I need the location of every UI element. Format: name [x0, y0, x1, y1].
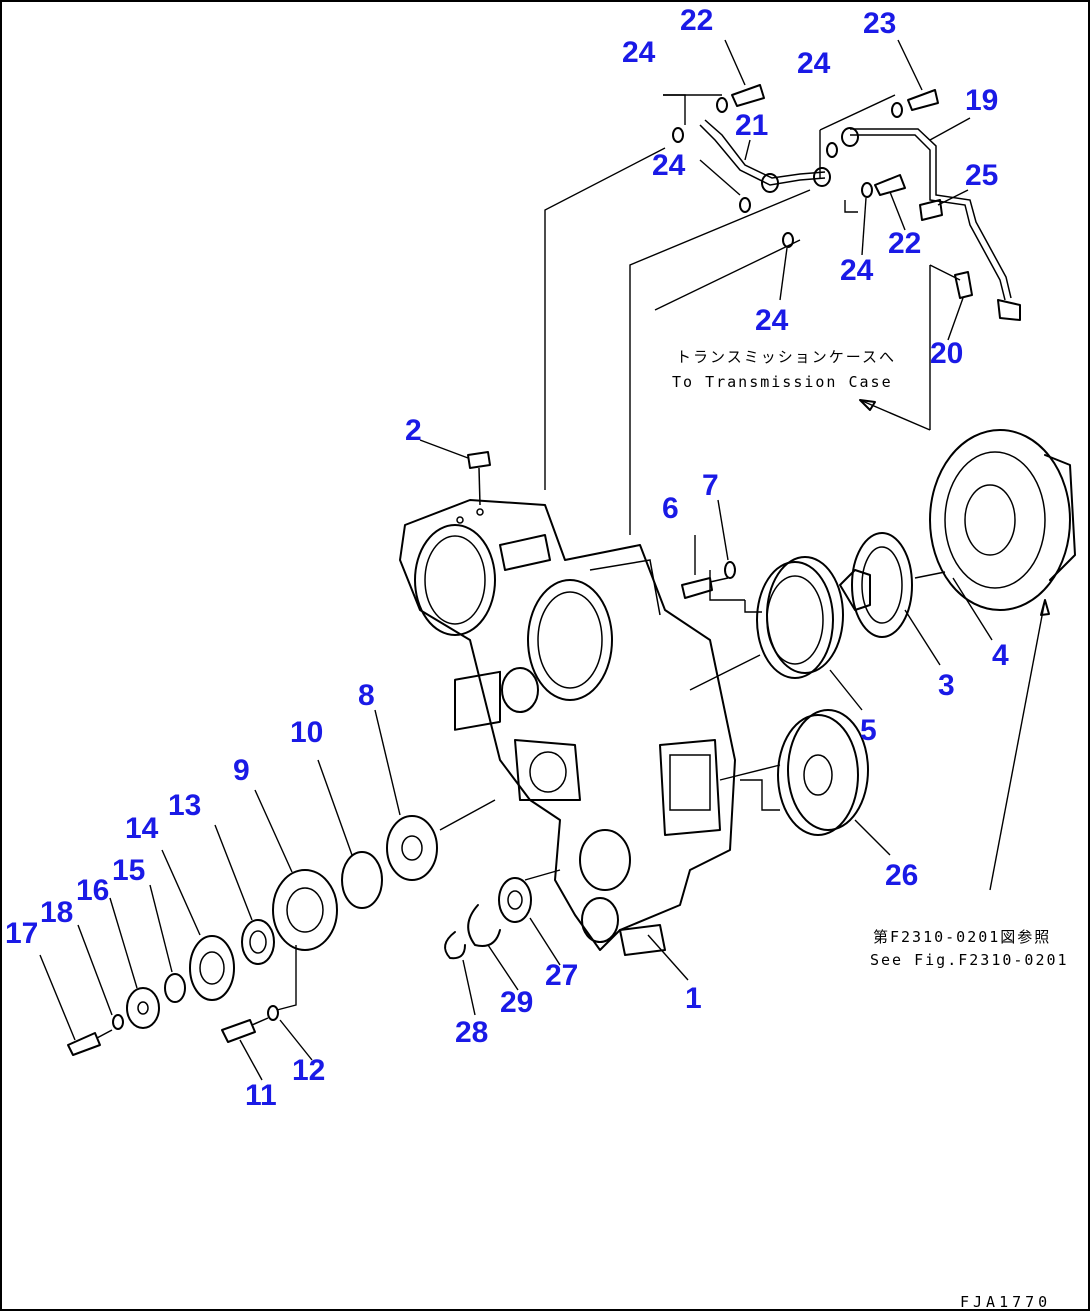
callout-24c: 24 — [652, 149, 686, 182]
callout-11: 11 — [245, 1079, 277, 1112]
note-transmission-jp: トランスミッションケースへ — [676, 348, 896, 366]
bolt-22b — [874, 174, 906, 196]
leader-lines — [39, 39, 1050, 1081]
cover-9 — [272, 869, 338, 951]
callout-25: 25 — [965, 159, 998, 192]
callout-3: 3 — [938, 669, 955, 702]
lubrication-pipe-19 — [841, 127, 1021, 321]
bolt-22a — [731, 84, 765, 107]
callout-5: 5 — [860, 714, 877, 747]
connector-20 — [954, 271, 973, 299]
lubrication-pipe-21 — [699, 119, 831, 193]
callout-27: 27 — [545, 959, 578, 992]
bolt-23 — [907, 89, 939, 111]
note-transmission-en: To Transmission Case — [672, 373, 893, 391]
output-flange — [839, 532, 946, 638]
transfer-case-housing — [399, 499, 736, 956]
breather-plug — [467, 451, 491, 506]
callout-12: 12 — [292, 1054, 325, 1087]
callout-28: 28 — [455, 1016, 488, 1049]
callout-23: 23 — [863, 7, 896, 40]
drawing-code: FJA1770 — [960, 1293, 1051, 1311]
callout-26: 26 — [885, 859, 918, 892]
callout-7: 7 — [702, 469, 719, 502]
callout-4: 4 — [992, 639, 1009, 672]
flange-14 — [189, 935, 235, 1001]
bolt-11 — [221, 1017, 269, 1043]
callout-8: 8 — [358, 679, 375, 712]
coupling-8 — [386, 815, 438, 881]
callout-19: 19 — [965, 84, 998, 117]
callout-21: 21 — [735, 109, 768, 142]
washers-24 — [672, 97, 903, 248]
bolt-6 — [681, 577, 729, 599]
o-ring-15 — [164, 973, 186, 1003]
callout-9: 9 — [233, 754, 250, 787]
callout-10: 10 — [290, 716, 323, 749]
rear-cover — [929, 429, 1076, 611]
gear-bearing — [756, 556, 844, 679]
callout-24b: 24 — [797, 47, 831, 80]
washer-18 — [112, 1014, 124, 1030]
notes: トランスミッションケースへ To Transmission Case 第F231… — [672, 348, 1069, 1311]
callout-29: 29 — [500, 986, 533, 1019]
callout-17: 17 — [5, 917, 38, 950]
bolt-17 — [67, 1029, 113, 1056]
o-ring-10 — [341, 851, 383, 909]
washer-16 — [126, 987, 160, 1029]
callout-22b: 22 — [888, 227, 921, 260]
bearing-27 — [498, 877, 532, 923]
callout-18: 18 — [40, 896, 73, 929]
callout-2: 2 — [405, 414, 422, 447]
clamp-25 — [919, 199, 943, 221]
assembly-lines — [276, 94, 961, 1011]
callout-6: 6 — [662, 492, 679, 525]
snap-ring-28 — [444, 931, 466, 960]
idler-gear — [777, 709, 869, 836]
note-see-fig-en: See Fig.F2310-0201 — [870, 951, 1069, 969]
callout-14: 14 — [125, 812, 159, 845]
washer-7 — [724, 561, 736, 579]
callout-20: 20 — [930, 337, 963, 370]
snap-ring-29 — [467, 904, 501, 947]
callout-22a: 22 — [680, 4, 713, 37]
seal-13 — [241, 919, 275, 965]
callout-15: 15 — [112, 854, 145, 887]
callout-13: 13 — [168, 789, 201, 822]
callout-24d: 24 — [840, 254, 874, 287]
callout-16: 16 — [76, 874, 109, 907]
callout-1: 1 — [685, 982, 702, 1015]
callout-24a: 24 — [622, 36, 656, 69]
callout-24e: 24 — [755, 304, 789, 337]
note-see-fig-jp: 第F2310-0201図参照 — [873, 928, 1051, 946]
callout-labels: 1 2 3 4 5 6 7 8 9 10 11 12 13 14 15 16 1… — [5, 4, 1009, 1112]
washer-12 — [267, 1005, 279, 1021]
